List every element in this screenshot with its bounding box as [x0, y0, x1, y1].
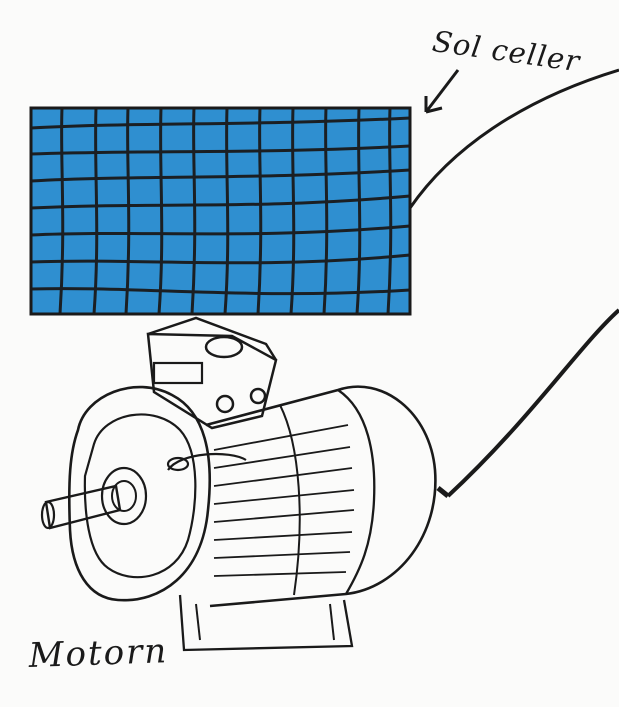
electric-motor-icon — [42, 318, 435, 650]
motor-label: Motorn — [28, 631, 169, 676]
solar-panel-icon — [31, 108, 410, 314]
wire-icon — [410, 70, 619, 496]
arrow-icon — [426, 70, 458, 112]
